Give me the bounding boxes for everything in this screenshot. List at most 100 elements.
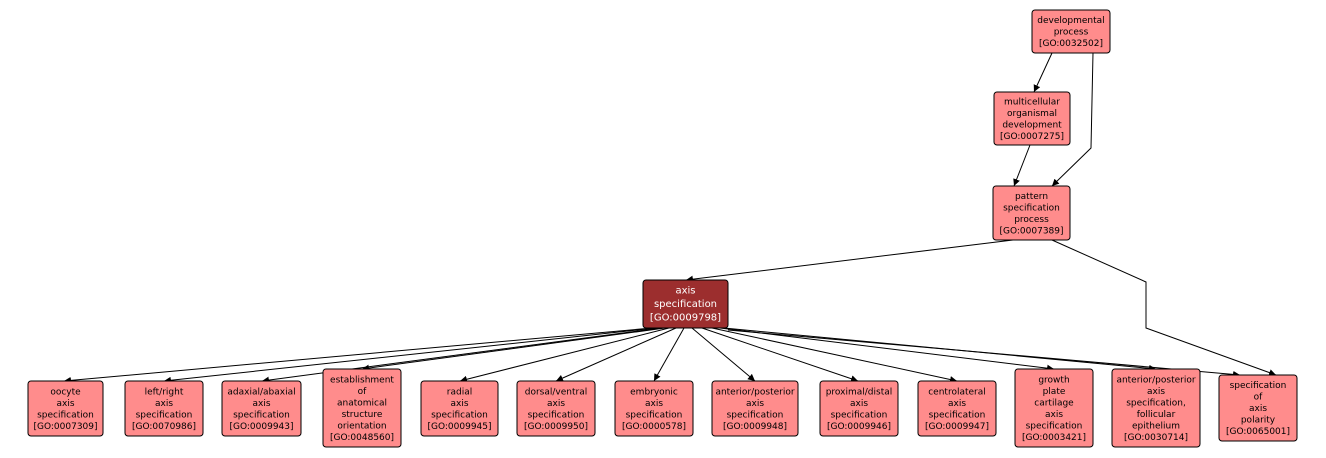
edge-go0009798-to-go0009950 — [555, 327, 677, 382]
node-label-line: [GO:0030714] — [1124, 433, 1188, 443]
node-label-line: [GO:0032502] — [1039, 39, 1103, 49]
node-label-line: [GO:0009950] — [524, 422, 588, 432]
node-label-line: specification — [929, 410, 986, 420]
node-label-line: centrolateral — [928, 387, 986, 397]
node-box[interactable] — [27, 380, 104, 437]
node-box[interactable] — [1014, 368, 1094, 448]
node-label-line: pattern — [1015, 192, 1048, 202]
node-label-line: [GO:0048560] — [330, 433, 394, 443]
node-label-line: of — [358, 387, 368, 397]
node-label-line: axis — [450, 399, 468, 409]
node-box[interactable] — [516, 380, 596, 437]
node-label-line: of — [1254, 393, 1264, 403]
node-box[interactable] — [420, 380, 499, 437]
node-box[interactable] — [642, 279, 729, 329]
node-label-line: polarity — [1241, 416, 1276, 426]
node-label-line: establishment — [330, 375, 394, 385]
node-label-line: oocyte — [50, 387, 81, 397]
edge-go0007389-to-go0065001 — [1051, 239, 1277, 376]
node-label-line: follicular — [1137, 410, 1176, 420]
node-box[interactable] — [1111, 368, 1201, 448]
node-label-line: radial — [447, 387, 472, 397]
node-label-line: developmental — [1037, 16, 1104, 26]
node-label-line: proximal/distal — [826, 387, 893, 397]
edge-go0032502-to-go0007275 — [1033, 52, 1053, 93]
node-label-line: axis — [56, 399, 74, 409]
edge-go0009798-to-go0003421 — [719, 327, 1055, 372]
node-label-line: process — [1014, 215, 1049, 225]
node-label-line: orientation — [337, 421, 386, 431]
node-label-line: specification — [1003, 203, 1060, 213]
edge-go0009798-to-go0065001 — [727, 329, 1241, 378]
node-label-line: axis — [547, 399, 565, 409]
node-box[interactable] — [917, 380, 997, 437]
node-box[interactable] — [711, 380, 799, 437]
edge-go0032502-to-go0007389 — [1051, 52, 1094, 187]
edges-layer — [63, 52, 1277, 384]
node-box[interactable] — [322, 368, 402, 448]
node-box[interactable] — [1218, 374, 1298, 442]
node-label-line: adaxial/abaxial — [227, 387, 295, 397]
edge-go0007275-to-go0007389 — [1013, 144, 1031, 187]
node-label-line: [GO:0009948] — [723, 422, 787, 432]
node-box[interactable] — [124, 380, 204, 437]
node-box[interactable] — [1031, 9, 1111, 54]
node-label-line: structure — [342, 410, 383, 420]
node-label-line: axis — [948, 399, 966, 409]
edge-go0009798-to-go0070986 — [163, 327, 657, 384]
edge-go0009798-to-go0048560 — [361, 327, 666, 372]
node-box[interactable] — [992, 185, 1071, 241]
node-label-line: specification, — [1126, 398, 1186, 408]
node-label-line: multicellular — [1004, 98, 1060, 108]
node-label-line: [GO:0000578] — [622, 422, 686, 432]
node-label-line: development — [1002, 121, 1062, 131]
edge-go0009798-to-go0009948 — [691, 327, 756, 382]
node-label-line: specification — [831, 410, 888, 420]
node-label-line: anterior/posterior — [715, 387, 794, 397]
node-label-line: axis — [1249, 404, 1267, 414]
node-label-line: [GO:0007309] — [33, 422, 97, 432]
node-label-line: specification — [654, 299, 717, 310]
node-label-line: specification — [37, 410, 94, 420]
node-label-line: specification — [626, 410, 683, 420]
node-box[interactable] — [221, 380, 302, 437]
node-box[interactable] — [819, 380, 899, 437]
node-label-line: anatomical — [337, 398, 387, 408]
node-box[interactable] — [614, 380, 694, 437]
node-box[interactable] — [993, 91, 1071, 146]
node-label-line: left/right — [145, 387, 184, 397]
node-label-line: cartilage — [1034, 398, 1074, 408]
node-label-line: [GO:0007275] — [1000, 132, 1064, 142]
node-label-line: specification — [233, 410, 290, 420]
node-label-line: axis — [850, 399, 868, 409]
